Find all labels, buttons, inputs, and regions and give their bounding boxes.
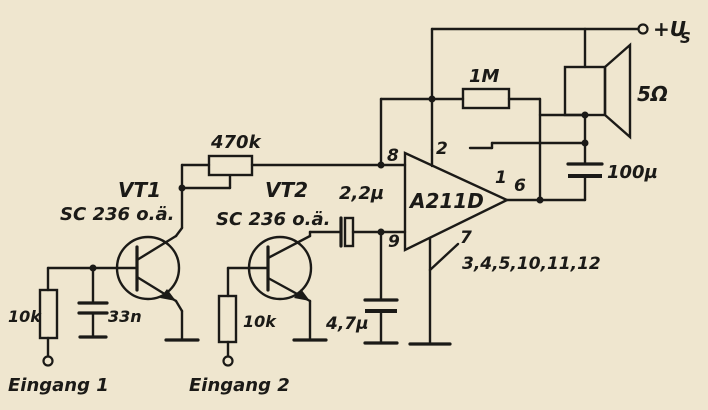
pin-7-label: 7 (460, 228, 472, 248)
output-network (468, 97, 589, 204)
ic-amplifier (379, 148, 510, 346)
input1-label: Eingang 1 (8, 375, 109, 396)
input1-capacitor (77, 301, 109, 315)
speaker (563, 42, 632, 140)
input2-network (222, 266, 234, 367)
transistor-vt2 (226, 230, 343, 342)
ground-pins-label: 3,4,5,10,11,12 (462, 254, 601, 274)
output-capacitor-label: 100µ (607, 162, 658, 183)
vt1-type: SC 236 o.ä. (60, 204, 174, 225)
vt2-type: SC 236 o.ä. (216, 209, 330, 230)
supply-subscript: S (680, 29, 691, 47)
bias-resistor (207, 154, 254, 177)
coupling-capacitor (339, 216, 385, 248)
pin9-capacitor (363, 230, 399, 345)
feedback-network (377, 95, 542, 169)
input1-resistor-label: 10k (8, 307, 42, 326)
speaker-impedance-label: 5Ω (637, 82, 668, 106)
feedback-resistor (461, 87, 511, 110)
supply-label: +U (653, 17, 686, 41)
pin9-capacitor-label: 4,7µ (325, 314, 369, 334)
input2-resistor (217, 294, 238, 344)
pin-9-label: 9 (388, 232, 400, 252)
output-capacitor (566, 162, 604, 178)
coupling-capacitor-label: 2,2µ (339, 183, 384, 204)
vt2-name: VT2 (265, 178, 308, 202)
input1-network (42, 266, 108, 367)
supply-rail (430, 23, 649, 152)
pin-8-label: 8 (387, 146, 399, 166)
input1-resistor (38, 288, 59, 340)
pin-1-label: 1 (495, 168, 507, 188)
supply-terminal (637, 23, 649, 35)
bias-resistor-label: 470k (210, 132, 262, 153)
ic-name: A211D (408, 189, 484, 213)
vt1-name: VT1 (118, 178, 161, 202)
pin-2-label: 2 (436, 139, 448, 159)
bias-network (178, 163, 383, 230)
feedback-resistor-label: 1M (469, 66, 500, 87)
input2-resistor-label: 10k (243, 312, 277, 331)
pin-6-label: 6 (514, 176, 526, 196)
input1-capacitor-label: 33n (108, 307, 142, 326)
input2-label: Eingang 2 (189, 375, 290, 396)
